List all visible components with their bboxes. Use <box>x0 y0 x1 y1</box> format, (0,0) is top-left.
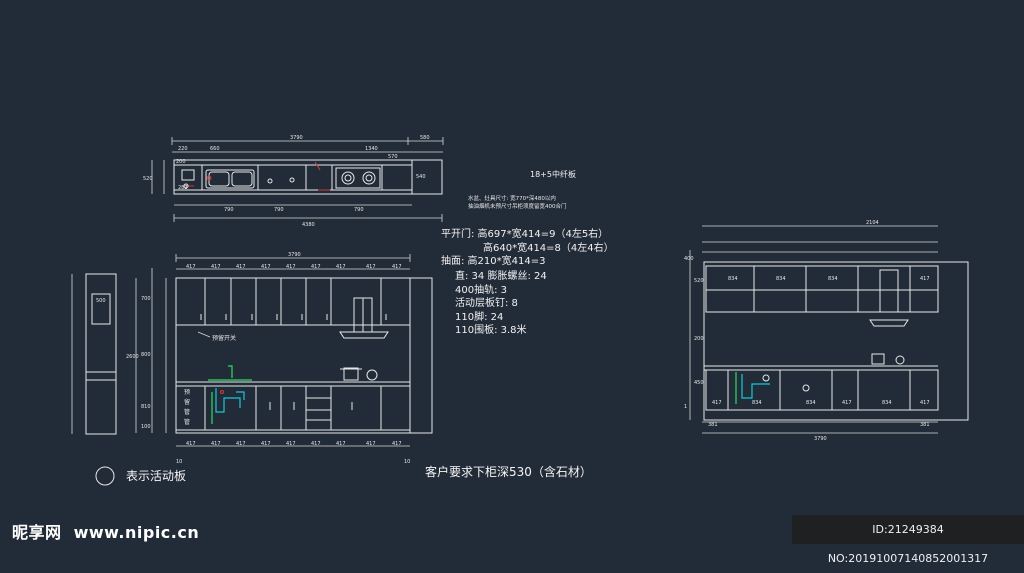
note-line-2: 抽油烟机未预尺寸吊柜须度留宽400合门 <box>468 202 567 210</box>
cell-dim: 417 <box>186 264 196 270</box>
spec-item-4: 400抽轨: 3 <box>455 283 507 296</box>
front-elevation: 3790 417 417 417 417 417 417 417 417 417 <box>126 252 433 465</box>
cell-dim: 417 <box>336 441 346 447</box>
cell-dim: 417 <box>336 264 346 270</box>
cell-dim: 417 <box>366 441 376 447</box>
front-height-700: 700 <box>141 296 151 302</box>
front-height-2600: 2600 <box>126 354 139 360</box>
front-bottom-cell-dims: 417 417 417 417 417 417 417 417 417 <box>186 441 402 447</box>
spec-list: 平开门: 高697*宽414=9（4左5右） 高640*宽414=8（4左4右）… <box>441 227 614 336</box>
right-side-dim: 520 <box>694 278 704 284</box>
cell-dim: 417 <box>236 441 246 447</box>
right-edge-right: 381 <box>920 422 930 428</box>
right-top-cell: 834 <box>728 276 738 282</box>
spec-item-0: 平开门: 高697*宽414=9（4左5右） <box>441 227 608 240</box>
front-height-100: 100 <box>141 424 151 430</box>
plan-dim-660: 660 <box>210 146 220 152</box>
right-top-cell: 417 <box>920 276 930 282</box>
material-note: 18+5中纤板 <box>530 169 576 179</box>
spec-item-2: 抽面: 高210*宽414=3 <box>441 254 545 267</box>
cell-dim: 417 <box>236 264 246 270</box>
front-top-cell-dims: 417 417 417 417 417 417 417 417 417 <box>186 264 402 270</box>
plan-dim-220: 220 <box>178 146 188 152</box>
side-section: 500 <box>71 273 117 435</box>
plan-small-282: 282 <box>178 185 188 191</box>
notes-block: 18+5中纤板 水盆、灶具尺寸: 宽770*深480以内 抽油烟机未预尺寸吊柜须… <box>468 169 576 210</box>
cell-dim: 417 <box>311 441 321 447</box>
spec-item-5: 活动层板钉: 8 <box>455 296 518 309</box>
plan-small-200: 200 <box>176 159 186 165</box>
right-top-cell: 834 <box>776 276 786 282</box>
right-side-dim: 1 <box>684 404 687 410</box>
front-bottom-small: 10 <box>176 459 182 465</box>
plan-dim-4380: 4380 <box>302 222 315 228</box>
cell-dim: 417 <box>211 441 221 447</box>
legend: 表示活动板 <box>95 466 186 486</box>
side-small: 500 <box>96 298 106 304</box>
right-top-cell: 834 <box>828 276 838 282</box>
cell-dim: 417 <box>366 264 376 270</box>
right-dim-top: 2104 <box>866 220 879 226</box>
id-bar: ID:21249384 NO:20191007140852001317 <box>792 515 1024 565</box>
plan-dim-1340: 1340 <box>365 146 378 152</box>
watermark-site: www.nipic.cn <box>73 523 200 542</box>
spec-item-7: 110围板: 3.8米 <box>455 323 527 336</box>
right-bottom-cell: 417 <box>842 400 852 406</box>
plan-dim-580: 580 <box>420 135 430 141</box>
cell-dim: 417 <box>186 441 196 447</box>
spec-item-1: 高640*宽414=8（4左4右） <box>483 241 614 254</box>
plan-dim-3790: 3790 <box>290 135 303 141</box>
side-char: 预 <box>184 388 190 396</box>
right-bottom-cell: 834 <box>752 400 762 406</box>
cell-dim: 417 <box>261 441 271 447</box>
cell-dim: 417 <box>286 441 296 447</box>
note-line-1: 水盆、灶具尺寸: 宽770*深480以内 <box>468 194 556 202</box>
cad-drawing-canvas: 3790 580 220 660 1340 570 <box>71 135 969 486</box>
plan-dim-b2: 790 <box>274 207 284 213</box>
side-char: 留 <box>184 398 190 406</box>
cell-dim: 417 <box>261 264 271 270</box>
spec-item-6: 110脚: 24 <box>455 310 503 323</box>
plan-dim-520: 520 <box>143 176 153 182</box>
cell-dim: 417 <box>392 264 402 270</box>
front-height-800: 800 <box>141 352 151 358</box>
right-side-dim: 450 <box>694 380 704 386</box>
legend-label: 表示活动板 <box>126 469 186 483</box>
right-side-dim: 200 <box>694 336 704 342</box>
front-annotation-switch: 预留开关 <box>212 334 236 342</box>
footer-note: 客户要求下柜深530（含石材） <box>425 464 592 479</box>
circle-legend-icon <box>95 466 115 486</box>
front-bottom-small: 10 <box>404 459 410 465</box>
watermark-brand: 昵享网 <box>12 523 62 542</box>
side-char: 管 <box>184 408 190 416</box>
right-bottom-cell: 417 <box>712 400 722 406</box>
right-edge-left: 381 <box>708 422 718 428</box>
spec-item-3: 直: 34 膨胀螺丝: 24 <box>455 269 547 282</box>
cell-dim: 417 <box>392 441 402 447</box>
cell-dim: 417 <box>211 264 221 270</box>
top-plan-view: 3790 580 220 660 1340 570 <box>143 135 444 228</box>
cell-dim: 417 <box>311 264 321 270</box>
cell-dim: 417 <box>286 264 296 270</box>
plan-dim-570: 570 <box>388 154 398 160</box>
right-bottom-cell: 834 <box>882 400 892 406</box>
right-bottom-cell: 834 <box>806 400 816 406</box>
plan-dim-b3: 790 <box>354 207 364 213</box>
right-dim-bottom: 3790 <box>814 436 827 442</box>
right-bottom-cell: 417 <box>920 400 930 406</box>
side-char: 管 <box>184 418 190 426</box>
front-height-810: 810 <box>141 404 151 410</box>
right-elevation: 2104 834 834 834 417 <box>684 220 969 442</box>
plan-small-540: 540 <box>416 174 426 180</box>
right-side-dim: 400 <box>684 256 694 262</box>
watermark: 昵享网 www.nipic.cn <box>12 519 199 543</box>
front-dim-3790: 3790 <box>288 252 301 258</box>
plan-dim-b1: 790 <box>224 207 234 213</box>
